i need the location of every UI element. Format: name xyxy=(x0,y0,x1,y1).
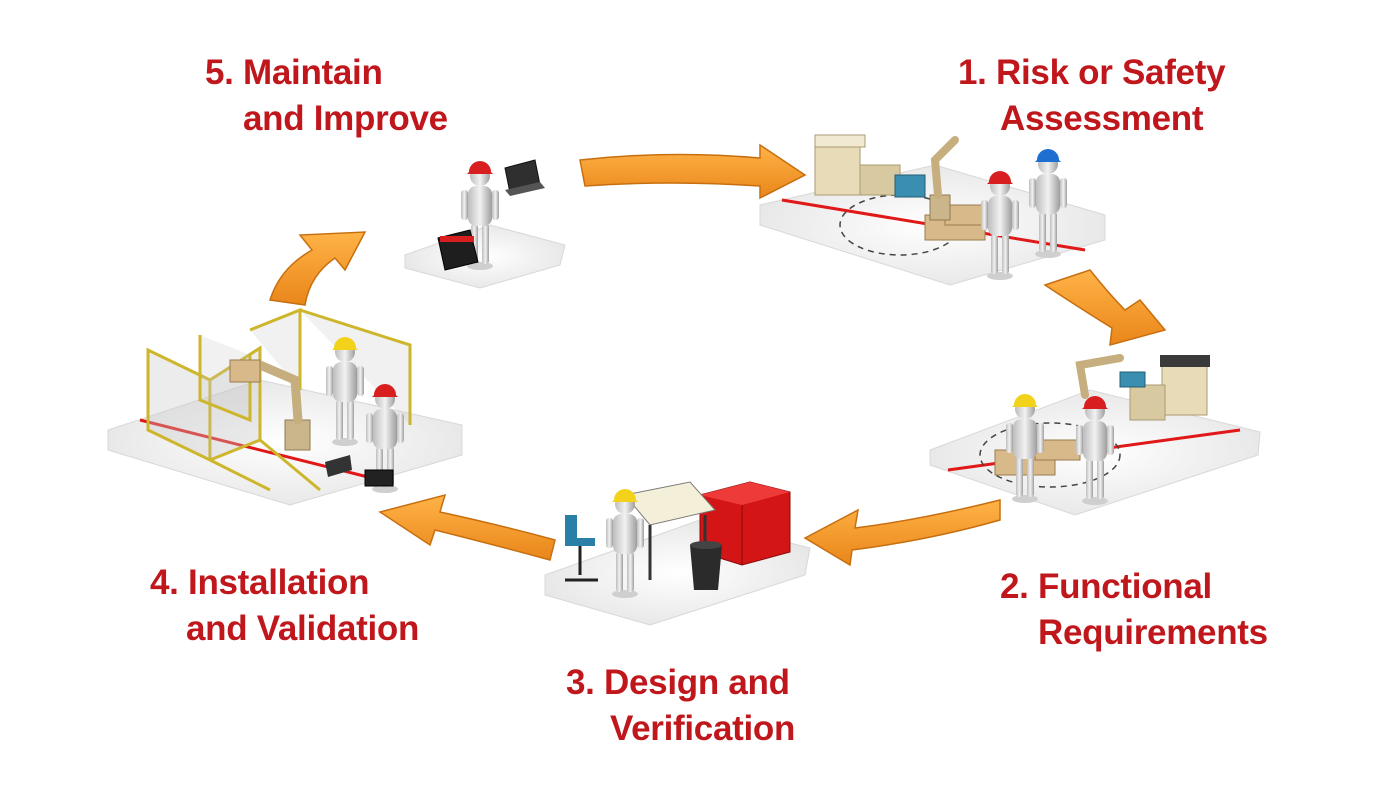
red-cabinet-icon xyxy=(699,481,791,566)
laptop-icon xyxy=(504,159,545,196)
worker-yellow-helmet-icon xyxy=(326,337,364,446)
laptop-icon xyxy=(325,455,352,477)
worker-red-helmet-icon xyxy=(461,161,499,270)
cycle-arrow-icon xyxy=(269,231,367,306)
chair-icon xyxy=(565,515,598,582)
trash-can-icon xyxy=(690,541,722,590)
worker-red-helmet-icon xyxy=(366,384,404,493)
toolbox-icon xyxy=(437,229,479,271)
cycle-arrow-icon xyxy=(1043,269,1167,347)
worker-yellow-helmet-icon xyxy=(1006,394,1044,503)
cycle-arrow-icon xyxy=(378,493,556,561)
robot-arm-icon xyxy=(229,359,311,451)
worker-blue-helmet-icon xyxy=(1029,149,1067,258)
worker-yellow-helmet-icon xyxy=(606,489,644,598)
worker-red-helmet-icon xyxy=(1076,396,1114,505)
toolbox-icon xyxy=(364,469,394,487)
worker-red-helmet-icon xyxy=(981,171,1019,280)
robot-arm-icon xyxy=(929,136,959,221)
cycle-arrow-icon xyxy=(579,143,807,200)
cycle-arrow-icon xyxy=(803,499,1001,567)
